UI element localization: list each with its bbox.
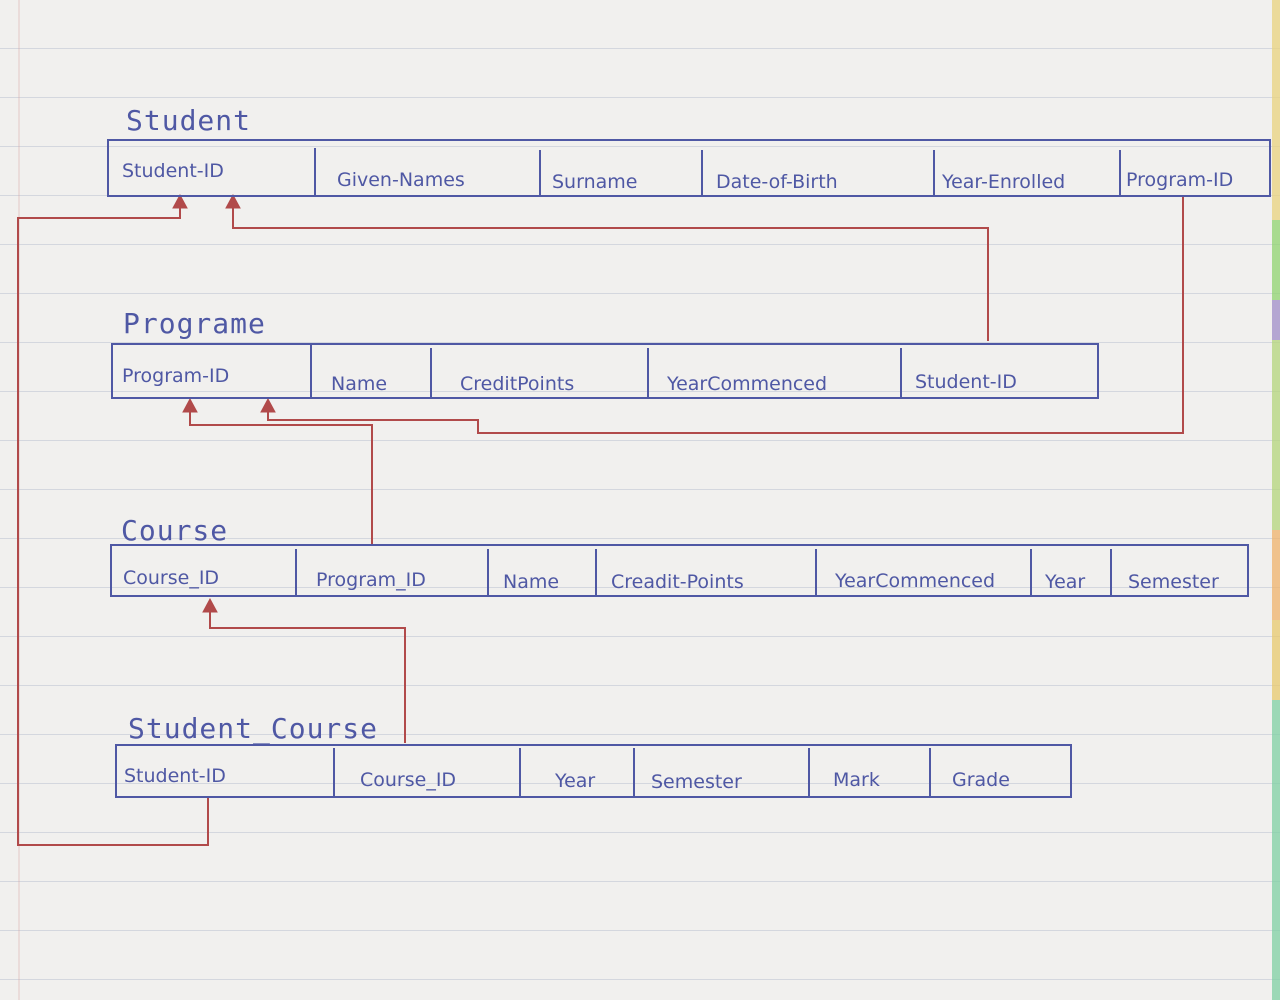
relation-course-to-programe: [189, 403, 373, 544]
student-course-field-year: Year: [554, 770, 595, 792]
course-field-name: Name: [503, 571, 559, 593]
course-field-year: Year: [1044, 571, 1085, 593]
arrowhead-program-id-from-student: [260, 397, 276, 413]
student-field-student-id: Student-ID: [122, 160, 224, 182]
entity-student: Student Student-ID Given-Names Surname D…: [107, 104, 1271, 197]
table-outline-student-course: [115, 744, 1072, 798]
programe-field-creditpoints: CreditPoints: [460, 373, 574, 395]
student-course-field-grade: Grade: [952, 769, 1010, 791]
student-course-field-semester: Semester: [651, 771, 742, 793]
student-field-year-enrolled: Year-Enrolled: [941, 171, 1065, 193]
course-field-creadit-points: Creadit-Points: [611, 571, 744, 593]
entity-programe: Programe Program-ID Name CreditPoints Ye…: [111, 307, 1099, 399]
relation-student-course-to-course: [209, 603, 406, 743]
table-outline-programe: [111, 343, 1099, 399]
arrowhead-course-id-from-student-course: [202, 597, 218, 613]
student-course-field-mark: Mark: [833, 769, 880, 791]
arrowhead-student-id-from-course-enrolment: [172, 193, 188, 209]
student-field-given-names: Given-Names: [337, 169, 465, 191]
entity-course: Course Course_ID Program_ID Name Creadit…: [110, 514, 1249, 597]
arrowhead-student-id-from-programe: [225, 193, 241, 209]
course-field-yearcommenced: YearCommenced: [834, 570, 995, 592]
programe-field-program-id: Program-ID: [122, 365, 229, 387]
student-course-field-course-id: Course_ID: [360, 769, 456, 791]
table-outline-student: [107, 139, 1271, 197]
student-field-program-id: Program-ID: [1126, 169, 1233, 191]
entity-title-student-course: Student_Course: [128, 712, 378, 746]
entity-title-student: Student: [126, 104, 251, 137]
programe-field-name: Name: [331, 373, 387, 395]
relation-programe-to-student: [232, 199, 989, 341]
notebook-edge-tabs: [1272, 0, 1280, 1000]
course-field-program-id: Program_ID: [316, 569, 426, 591]
student-field-surname: Surname: [552, 171, 637, 193]
arrowhead-program-id-from-course: [182, 397, 198, 413]
table-outline-course: [110, 544, 1249, 597]
student-field-date-of-birth: Date-of-Birth: [716, 171, 838, 193]
programe-field-student-id: Student-ID: [915, 371, 1017, 393]
course-field-course-id: Course_ID: [123, 567, 219, 589]
relation-student-to-programe: [267, 195, 1184, 434]
entity-student-course: Student_Course Student-ID Course_ID Year…: [115, 712, 1072, 798]
relationship-arrowheads: [172, 193, 276, 613]
entity-title-course: Course: [121, 514, 228, 547]
entity-title-programe: Programe: [123, 307, 266, 340]
relation-student-course-to-student: [17, 199, 209, 846]
relationship-lines: [17, 195, 1184, 846]
programe-field-yearcommenced: YearCommenced: [666, 373, 827, 395]
student-course-field-student-id: Student-ID: [124, 765, 226, 787]
course-field-semester: Semester: [1128, 571, 1219, 593]
